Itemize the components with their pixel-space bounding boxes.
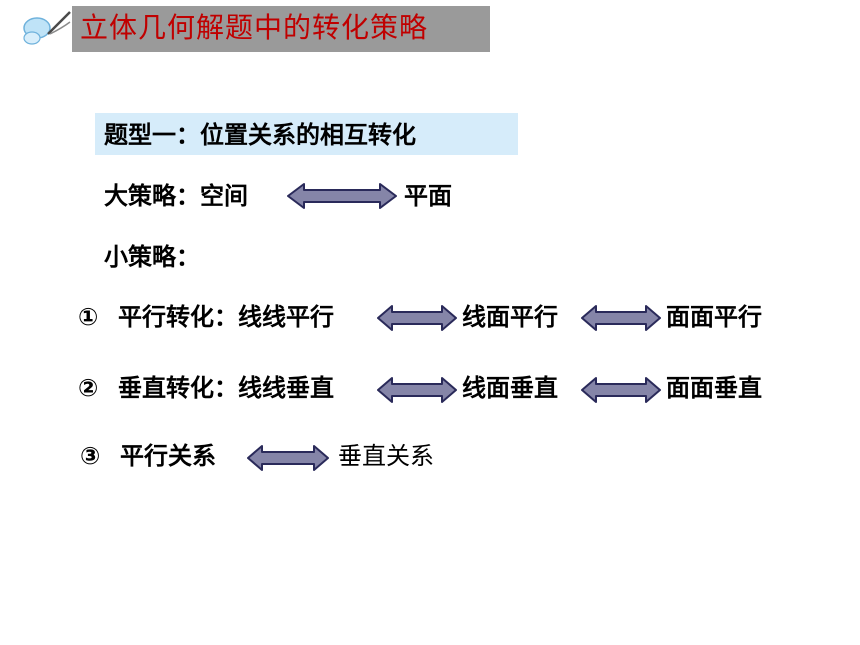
page-title: 立体几何解题中的转化策略 (80, 11, 429, 44)
double-arrow-icon (377, 305, 457, 331)
double-arrow-icon (287, 183, 397, 209)
item-mid: 线面平行 (462, 303, 558, 331)
item-marker: ② (78, 374, 99, 402)
big-strategy-target: 平面 (404, 182, 452, 210)
item-end: 面面平行 (666, 303, 762, 331)
item-label: 垂直转化：线线垂直 (118, 374, 334, 402)
section-heading: 题型一：位置关系的相互转化 (104, 121, 416, 149)
double-arrow-icon (247, 445, 329, 471)
item-mid: 线面垂直 (462, 374, 558, 402)
small-strategy-label: 小策略： (104, 243, 200, 271)
double-arrow-icon (581, 377, 661, 403)
big-strategy-label: 大策略：空间 (104, 182, 248, 210)
item-end: 垂直关系 (338, 442, 434, 470)
title-bar (72, 6, 490, 52)
butterfly-icon (20, 8, 72, 48)
item-marker: ① (78, 303, 99, 331)
item-label: 平行转化：线线平行 (118, 303, 334, 331)
double-arrow-icon (377, 377, 457, 403)
double-arrow-icon (581, 305, 661, 331)
item-end: 面面垂直 (666, 374, 762, 402)
section-heading-bar (95, 113, 518, 155)
item-marker: ③ (80, 442, 101, 470)
item-label: 平行关系 (120, 442, 216, 470)
